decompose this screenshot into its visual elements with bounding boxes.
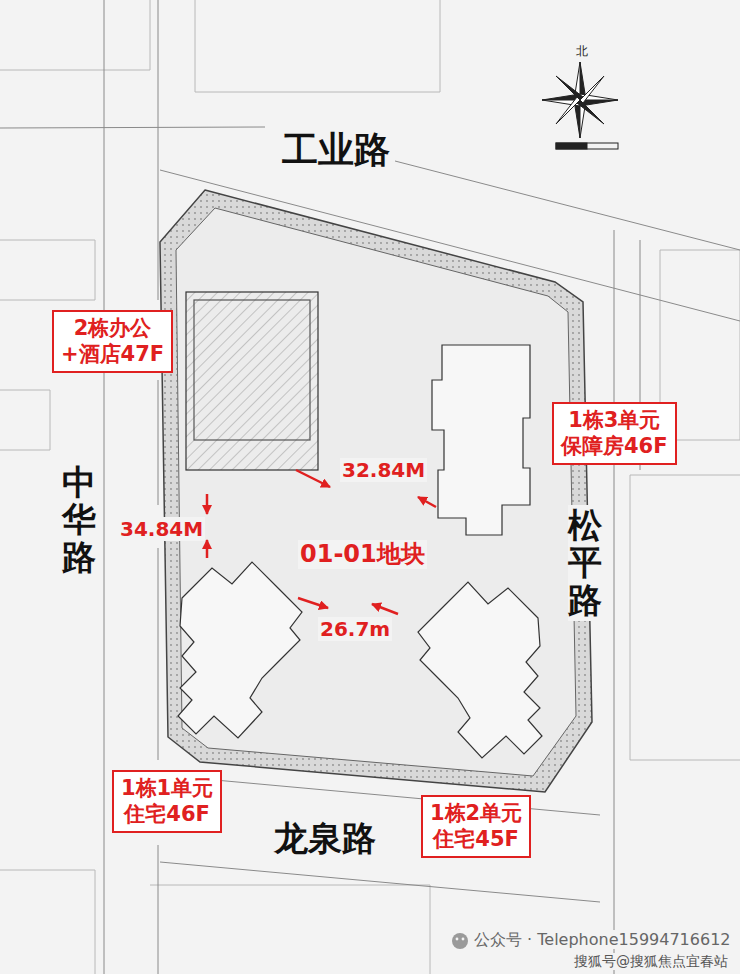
north-arrow xyxy=(556,97,580,124)
dimension-arrow xyxy=(206,494,209,514)
north-arrow xyxy=(542,62,618,149)
site-boundary xyxy=(160,190,592,792)
road-lines xyxy=(104,0,105,974)
road-name: 松平路 xyxy=(568,505,602,621)
context-lines xyxy=(195,0,440,92)
callout-text: 1栋3单元 保障房46F xyxy=(561,407,668,460)
building-outline xyxy=(194,300,310,440)
road-name: 工业路 xyxy=(280,128,392,171)
watermark-icon xyxy=(452,933,468,949)
dimension-arrow xyxy=(206,540,209,558)
dimension: 26.7m xyxy=(318,617,392,641)
north-arrow xyxy=(577,100,604,124)
building-callout: 1栋1单元 住宅46F xyxy=(112,770,222,833)
context-lines xyxy=(0,240,95,300)
callout-text: 2栋办公 +酒店47F xyxy=(61,315,164,368)
watermark-icon xyxy=(456,938,459,941)
building-outline xyxy=(178,292,542,758)
building-outline xyxy=(432,345,530,535)
watermark-icon xyxy=(452,933,468,949)
site-boundary xyxy=(160,190,592,792)
road-lines xyxy=(614,230,615,974)
dimension: 34.84M xyxy=(118,517,205,541)
road-lines xyxy=(160,862,600,902)
building-callout: 1栋3单元 保障房46F xyxy=(552,402,677,465)
north-arrow xyxy=(556,143,618,149)
site-boundary xyxy=(176,208,576,776)
building-outline xyxy=(418,582,542,758)
callout-text: 1栋1单元 住宅46F xyxy=(121,775,213,828)
dimension-arrow xyxy=(296,470,330,487)
watermark: 公众号 · Telephone15994716612 xyxy=(472,930,733,949)
context-lines xyxy=(630,475,740,760)
context-lines xyxy=(0,870,95,974)
context-lines xyxy=(150,885,430,974)
north-arrow xyxy=(556,76,583,100)
context-lines xyxy=(0,390,50,450)
plot-label: 01-01地块 xyxy=(298,540,427,569)
dimension-arrow xyxy=(207,470,436,614)
building-callout: 1栋2单元 住宅45F xyxy=(421,795,531,858)
road-name: 龙泉路 xyxy=(272,818,378,859)
road-lines xyxy=(0,127,740,250)
dimension-arrow xyxy=(298,598,328,608)
north-arrow xyxy=(580,76,604,103)
dimension: 32.84M xyxy=(340,458,427,482)
watermark: 搜狐号@搜狐焦点宜春站 xyxy=(572,953,730,970)
callout-text: 1栋2单元 住宅45F xyxy=(430,800,522,853)
context-lines xyxy=(0,0,150,70)
building-outline xyxy=(178,562,302,738)
north-arrow xyxy=(556,143,587,149)
building-outline xyxy=(186,292,318,470)
north-label: 北 xyxy=(574,44,590,58)
dimension-arrow xyxy=(372,604,398,614)
building-callout: 2栋办公 +酒店47F xyxy=(52,310,173,373)
road-name: 中华路 xyxy=(62,462,96,578)
watermark-icon xyxy=(462,938,465,941)
dimension-arrow xyxy=(418,497,436,507)
